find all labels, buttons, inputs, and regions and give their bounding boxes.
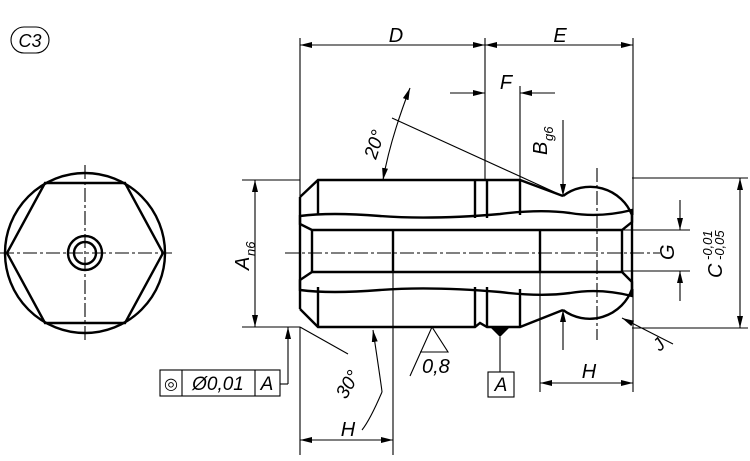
- end-view: [0, 165, 172, 342]
- dim-b-label: B: [530, 142, 552, 155]
- dim-c-label: C: [705, 263, 727, 278]
- tolerance-value: Ø0,01: [191, 374, 244, 395]
- dimension-lines: [252, 42, 743, 443]
- view-label-c3: C3: [10, 26, 50, 54]
- dim-h-left-label: H: [341, 419, 356, 441]
- concentricity-icon: ◎: [164, 374, 178, 393]
- tolerance-datum: A: [260, 374, 274, 395]
- dim-g-label: G: [657, 244, 679, 260]
- datum-a-box: A: [487, 371, 515, 398]
- dim-a-label: A: [232, 257, 254, 271]
- dim-h-right-label: H: [582, 361, 597, 383]
- dim-f-label: F: [500, 72, 514, 94]
- dim-e-label: E: [553, 25, 567, 47]
- angle-30-label: 30°: [332, 367, 365, 403]
- tolerance-frame: ◎ Ø0,01 A: [159, 369, 281, 397]
- dim-b-tolerance: g6: [541, 126, 556, 141]
- dim-a-tolerance: n6: [243, 241, 258, 256]
- dimension-labels: D E F B g6 A n6 C -0,01 -0,05 G H H J 20…: [232, 25, 727, 441]
- dim-c-tol-upper: -0,01: [700, 230, 715, 260]
- dim-d-label: D: [389, 25, 403, 47]
- view-label-text: C3: [18, 31, 41, 51]
- surface-finish-value: 0,8: [422, 356, 450, 378]
- dim-c-tol-lower: -0,05: [712, 230, 727, 260]
- part-side-view: [285, 168, 660, 340]
- angle-20-label: 20°: [360, 127, 389, 162]
- datum-label: A: [494, 375, 508, 396]
